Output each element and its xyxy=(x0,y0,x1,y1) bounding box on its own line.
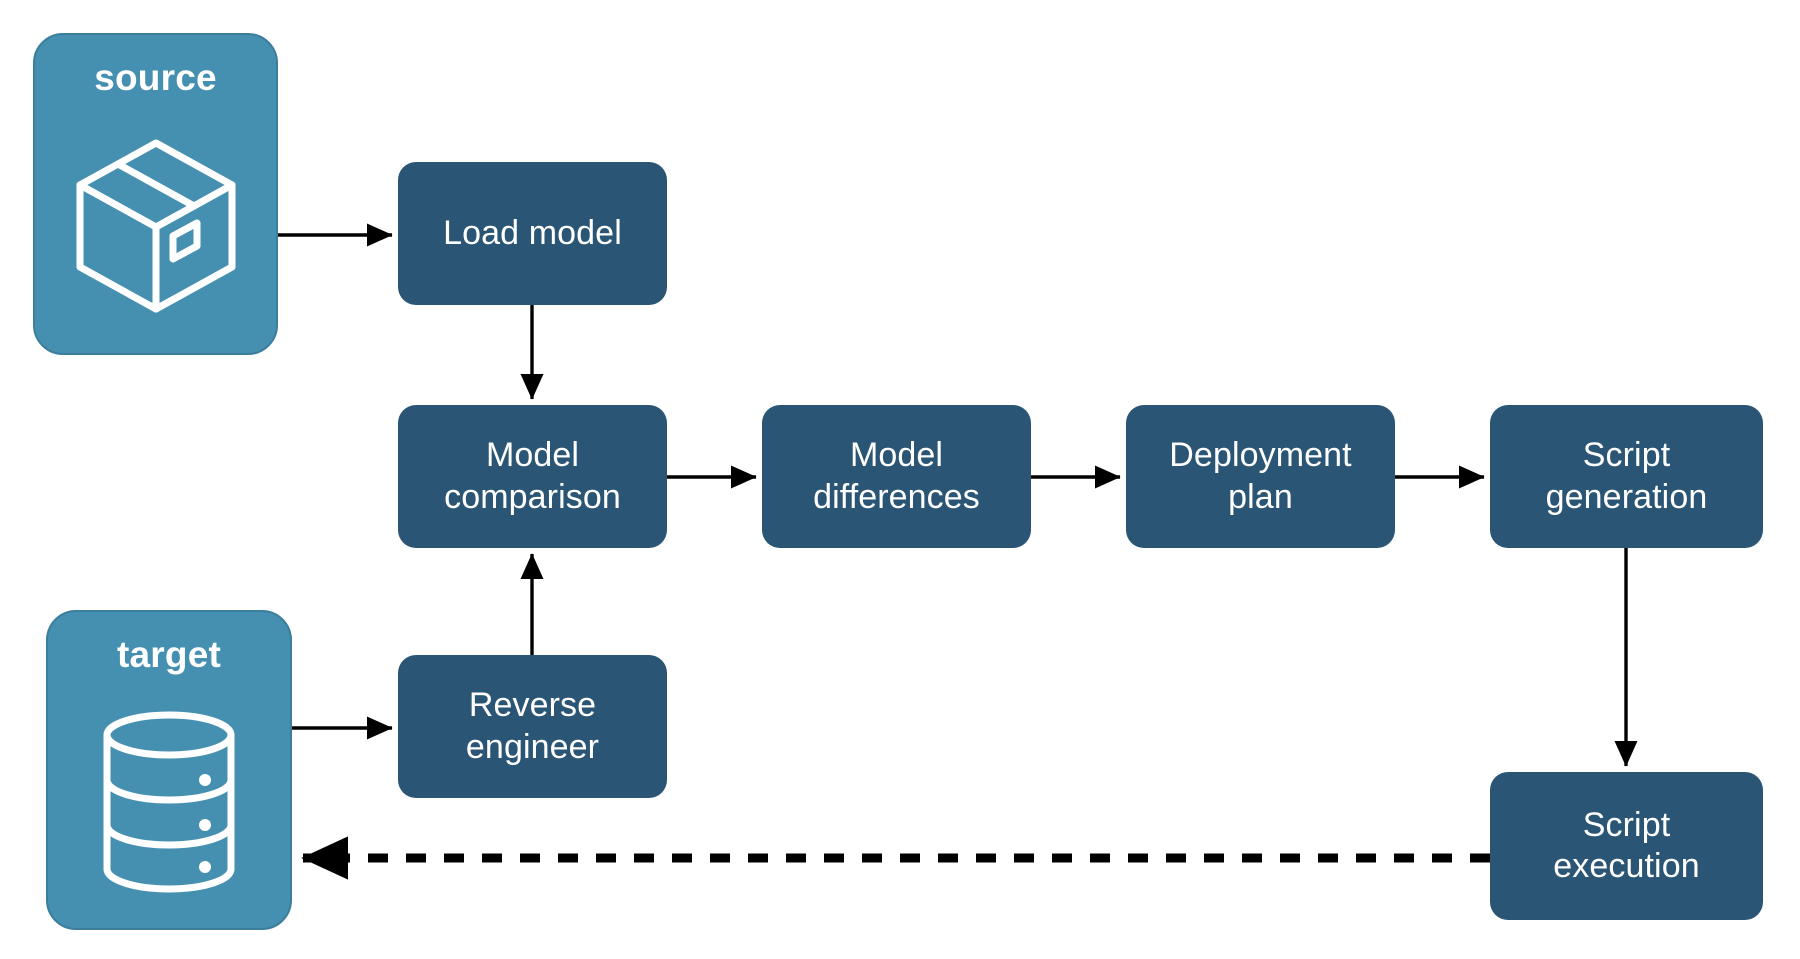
process-model-comparison[interactable]: Model comparison xyxy=(398,405,667,548)
endpoint-target-title: target xyxy=(117,634,221,675)
process-script-execution[interactable]: Script execution xyxy=(1490,772,1763,920)
process-model-differences-label: Model differences xyxy=(813,436,980,516)
process-model-comparison-label: Model comparison xyxy=(444,436,621,516)
process-reverse-engineer[interactable]: Reverse engineer xyxy=(398,655,667,798)
endpoint-target[interactable]: target xyxy=(46,610,292,930)
process-script-execution-label: Script execution xyxy=(1553,805,1700,885)
process-model-differences[interactable]: Model differences xyxy=(762,405,1031,548)
process-load-model[interactable]: Load model xyxy=(398,162,667,305)
process-reverse-engineer-label: Reverse engineer xyxy=(465,686,600,766)
endpoint-source[interactable]: source xyxy=(33,33,278,355)
process-script-generation-label: Script generation xyxy=(1545,436,1708,516)
process-script-generation[interactable]: Script generation xyxy=(1490,405,1763,548)
process-load-model-label: Load model xyxy=(443,213,622,252)
process-deployment-plan[interactable]: Deployment plan xyxy=(1126,405,1395,548)
package-box-icon xyxy=(35,99,276,353)
endpoint-source-title: source xyxy=(94,57,217,98)
database-cylinder-icon xyxy=(48,676,290,928)
process-deployment-plan-label: Deployment plan xyxy=(1169,436,1352,516)
